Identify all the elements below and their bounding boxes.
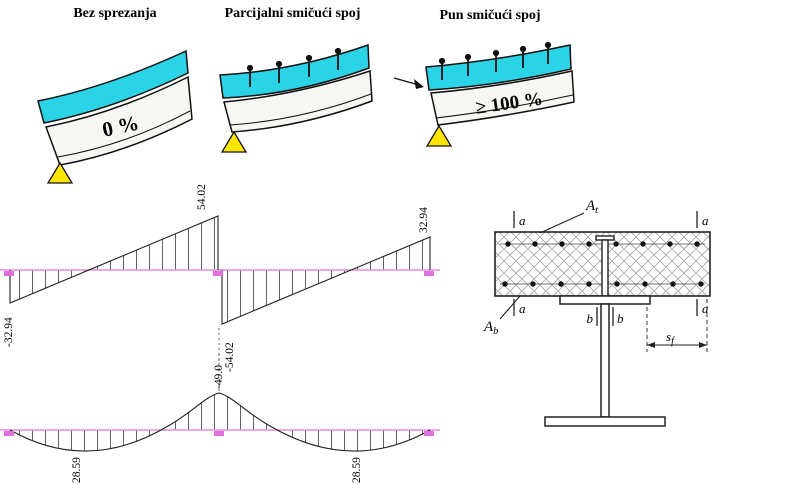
shear-value-left: -32.94: [3, 317, 15, 347]
pointer-arrow-line: [393, 77, 420, 86]
concrete-slab: [425, 44, 572, 91]
shear-value-mid-top: 54.02: [196, 184, 208, 210]
beam-scheme-partial: [219, 43, 373, 153]
support-triangle-icon: [220, 130, 248, 153]
shear-value-right: 32.94: [418, 207, 430, 233]
steel-beam: [44, 75, 193, 166]
beam-scheme-no-connection: 0 %: [37, 49, 193, 184]
stud-shank: [601, 239, 609, 297]
steel-beam: [430, 70, 575, 126]
shear-studs: [246, 47, 342, 87]
section-mark-b-right: b: [617, 311, 624, 326]
concrete-slab: [219, 43, 370, 99]
section-mark-a-bottom-right: a: [702, 301, 709, 316]
beam-flange-line: [57, 110, 191, 158]
rebar-top-row: [505, 241, 700, 247]
web: [600, 303, 610, 418]
section-mark-a-top-right: a: [702, 213, 709, 228]
reinforcement-labels: At Ab: [483, 198, 599, 337]
pointer-arrow-icon: [414, 79, 424, 89]
bottom-reinforcement-label: Ab: [483, 319, 498, 337]
stud-spacing-label: sf: [666, 329, 675, 347]
beam-flange-line: [435, 94, 574, 119]
moment-value-span2: 28.59: [351, 457, 363, 483]
beam-scheme-full: ≥ 100 %: [393, 41, 575, 147]
support-markers: [4, 431, 434, 436]
section-mark-a-bottom-left: a: [519, 301, 526, 316]
shear-span1-outline: [9, 215, 219, 304]
dimension-arrow-left-icon: [647, 342, 655, 348]
section-mark-a-top-left: a: [519, 213, 526, 228]
shear-span2-outline: [221, 236, 431, 325]
bending-moment-diagram: 28.59 -49.0 28.59: [0, 354, 440, 483]
rebar-bottom-row: [502, 281, 704, 287]
moment-area: [10, 393, 430, 452]
moment-value-support: -49.0: [213, 365, 225, 389]
scheme-title-full: Pun smičući spoj: [439, 8, 541, 23]
moment-curve: [9, 392, 431, 452]
support-triangle-icon: [425, 124, 453, 147]
top-reinforcement-label: At: [585, 198, 599, 216]
support-triangle-icon: [46, 161, 74, 184]
bottom-flange: [544, 416, 666, 427]
At-leader-line: [539, 212, 585, 234]
dimension-arrow-right-icon: [699, 342, 707, 348]
scheme-title-no-connection: Bez sprezanja: [73, 6, 157, 21]
Ab-leader-line: [499, 295, 521, 320]
shear-value-mid-bottom: -54.02: [224, 342, 236, 372]
steel-beam: [223, 69, 373, 133]
steel-beam: [544, 235, 666, 427]
composite-cross-section: a a a a b b At Ab sf: [483, 198, 711, 427]
stud-spacing-dimension: sf: [646, 299, 708, 352]
section-mark-b-left: b: [587, 311, 594, 326]
shear-studs: [438, 41, 552, 80]
section-marks: [513, 211, 698, 326]
support-markers: [4, 271, 434, 276]
beam-flange-line: [229, 93, 372, 126]
top-flange: [559, 295, 651, 305]
scheme-title-partial: Parcijalni smičući spoj: [224, 6, 361, 21]
moment-value-span1: 28.59: [71, 457, 83, 483]
shear-force-diagram: -32.94 54.02 -54.02 32.94: [0, 184, 440, 373]
concrete-slab: [37, 49, 189, 124]
